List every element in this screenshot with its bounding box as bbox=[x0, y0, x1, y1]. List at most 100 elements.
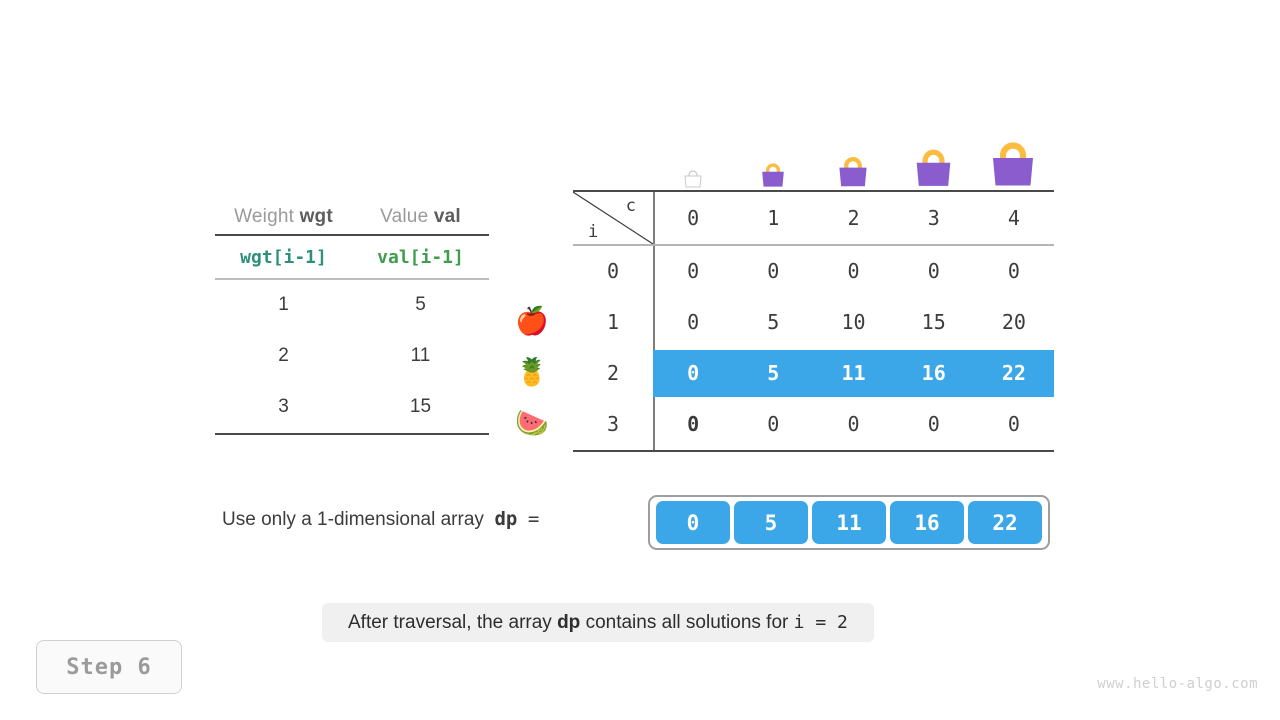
bag-icon-empty bbox=[653, 168, 733, 188]
dp-cell-1-4: 20 bbox=[1001, 310, 1026, 334]
item-table-top-rule bbox=[215, 234, 489, 236]
caption-mono-expr: i = 2 bbox=[793, 612, 848, 633]
dp-body-vertical-divider bbox=[653, 245, 655, 450]
dp-cell-2-4: 22 bbox=[1001, 361, 1026, 385]
item-weight-3: 3 bbox=[278, 396, 289, 417]
dp-cell-2-1: 5 bbox=[767, 361, 780, 385]
item-table-mid-rule bbox=[215, 278, 489, 280]
item-value-2: 11 bbox=[410, 345, 431, 366]
dp-row-label-3: 3 bbox=[606, 412, 620, 436]
item-value-3: 15 bbox=[409, 396, 432, 417]
dp-cell-2-3: 16 bbox=[921, 361, 946, 385]
dp-array-label-var: dp bbox=[494, 508, 518, 530]
dp-cell-3-3: 0 bbox=[927, 412, 940, 436]
dp-cell-1-2: 10 bbox=[841, 310, 866, 334]
item-table-header-weight: Weight wgt bbox=[215, 206, 352, 228]
item-table-header-value: Value val bbox=[352, 206, 489, 228]
table-row-highlighted: 2 0 5 11 16 22 bbox=[573, 348, 1054, 399]
bag-icon-size-4 bbox=[973, 138, 1053, 188]
dp-array-cell-4: 22 bbox=[968, 501, 1042, 544]
item-table-subheader-val: val[i-1] bbox=[377, 246, 464, 268]
dp-col-header-4: 4 bbox=[1007, 206, 1020, 230]
item-table-header-value-prefix: Value bbox=[380, 206, 429, 227]
dp-row-cells-2: 0 5 11 16 22 bbox=[653, 348, 1054, 399]
dp-table-body: 0 0 0 0 0 0 1 0 5 10 15 20 bbox=[573, 245, 1054, 450]
dp-row-cells-3: 0 0 0 0 0 bbox=[653, 399, 1054, 450]
item-table-header-weight-prefix: Weight bbox=[234, 206, 295, 227]
table-row: 1 0 5 10 15 20 bbox=[573, 297, 1054, 348]
step-badge: Step 6 bbox=[36, 640, 182, 694]
watermark: www.hello-algo.com bbox=[1097, 676, 1258, 692]
item-table-subheader-row: wgt[i-1] val[i-1] bbox=[215, 236, 489, 278]
item-table-header-row: Weight wgt Value val bbox=[215, 190, 489, 234]
dp-row-label-1: 1 bbox=[606, 310, 620, 334]
table-row: 2 11 bbox=[215, 331, 489, 382]
dp-table-header-rule bbox=[573, 244, 1054, 246]
dp-row-label-2: 2 bbox=[606, 361, 620, 385]
dp-col-header-3: 3 bbox=[927, 206, 940, 230]
dp-col-header-1: 1 bbox=[767, 206, 780, 230]
dp-table-bottom-rule bbox=[573, 449, 1054, 452]
dp-row-highlight-band bbox=[653, 349, 1054, 397]
dp-axis-label-c: c bbox=[625, 196, 636, 216]
dp-array-container: 0 5 11 16 22 bbox=[648, 495, 1050, 550]
dp-cell-0-2: 0 bbox=[847, 259, 860, 283]
dp-row-cells-1: 0 5 10 15 20 bbox=[653, 297, 1054, 348]
dp-array-cell-1: 5 bbox=[734, 501, 808, 544]
watermelon-icon: 🍉 bbox=[515, 408, 549, 438]
pineapple-icon: 🍍 bbox=[515, 357, 549, 387]
dp-column-headers: 0 1 2 3 4 bbox=[653, 192, 1054, 244]
dp-cell-3-2: 0 bbox=[847, 412, 860, 436]
dp-col-header-2: 2 bbox=[847, 206, 860, 230]
caption-bold-var: dp bbox=[557, 611, 581, 633]
bag-icon-size-3 bbox=[893, 146, 973, 188]
item-value-1: 5 bbox=[415, 294, 426, 315]
step-badge-label: Step 6 bbox=[66, 654, 152, 680]
dp-array-label: Use only a 1-dimensional array dp = bbox=[222, 508, 539, 531]
dp-table-header-row: i c 0 1 2 3 4 bbox=[573, 192, 1054, 244]
dp-cell-3-1: 0 bbox=[767, 412, 780, 436]
item-weight-1: 1 bbox=[278, 294, 289, 315]
dp-array-label-text: Use only a 1-dimensional array bbox=[222, 509, 484, 530]
dp-row-cells-0: 0 0 0 0 0 bbox=[653, 246, 1054, 297]
dp-cell-0-1: 0 bbox=[767, 259, 780, 283]
caption-banner: After traversal, the array dp contains a… bbox=[322, 603, 874, 642]
dp-cell-1-1: 5 bbox=[767, 310, 780, 334]
dp-array-cell-0: 0 bbox=[656, 501, 730, 544]
caption-part1: After traversal, the array bbox=[348, 611, 552, 633]
dp-cell-1-0: 0 bbox=[687, 310, 700, 334]
apple-icon: 🍎 bbox=[515, 306, 549, 336]
dp-axis-label-i: i bbox=[588, 222, 599, 242]
table-row: 1 5 bbox=[215, 280, 489, 331]
dp-cell-0-3: 0 bbox=[927, 259, 940, 283]
dp-array-cell-2: 11 bbox=[812, 501, 886, 544]
dp-cell-3-4: 0 bbox=[1007, 412, 1020, 436]
item-weights-values-table: Weight wgt Value val wgt[i-1] val[i-1] 1… bbox=[215, 190, 489, 435]
table-row: 0 0 0 0 0 0 bbox=[573, 246, 1054, 297]
dp-corner-axis-cell: i c bbox=[573, 192, 653, 244]
table-row: 3 0 0 0 0 0 bbox=[573, 399, 1054, 450]
dp-table-top-rule bbox=[573, 190, 1054, 192]
dp-col-header-0: 0 bbox=[687, 206, 700, 230]
dp-cell-0-4: 0 bbox=[1007, 259, 1020, 283]
item-table-header-value-code: val bbox=[433, 206, 461, 227]
dp-array-label-equals: = bbox=[527, 508, 540, 530]
bag-icon-size-1 bbox=[733, 161, 813, 188]
item-table-subheader-wgt: wgt[i-1] bbox=[240, 246, 327, 268]
dp-header-vertical-divider bbox=[653, 192, 655, 244]
item-table-header-weight-code: wgt bbox=[299, 206, 333, 227]
item-fruit-icons: 🍎 🍍 🍉 bbox=[508, 296, 556, 449]
dp-array-cell-3: 16 bbox=[890, 501, 964, 544]
bag-capacity-icons bbox=[573, 126, 1054, 188]
caption-part2: contains all solutions for bbox=[585, 611, 789, 633]
bag-icon-size-2 bbox=[813, 154, 893, 188]
dp-cell-3-0: 0 bbox=[687, 412, 700, 436]
dp-matrix-table: i c 0 1 2 3 4 0 0 0 0 0 0 bbox=[573, 190, 1054, 452]
dp-cell-0-0: 0 bbox=[687, 259, 700, 283]
dp-row-label-0: 0 bbox=[606, 259, 620, 283]
dp-cell-2-0: 0 bbox=[687, 361, 700, 385]
item-table-bottom-rule bbox=[215, 432, 489, 435]
dp-cell-2-2: 11 bbox=[841, 361, 866, 385]
item-weight-2: 2 bbox=[278, 345, 289, 366]
